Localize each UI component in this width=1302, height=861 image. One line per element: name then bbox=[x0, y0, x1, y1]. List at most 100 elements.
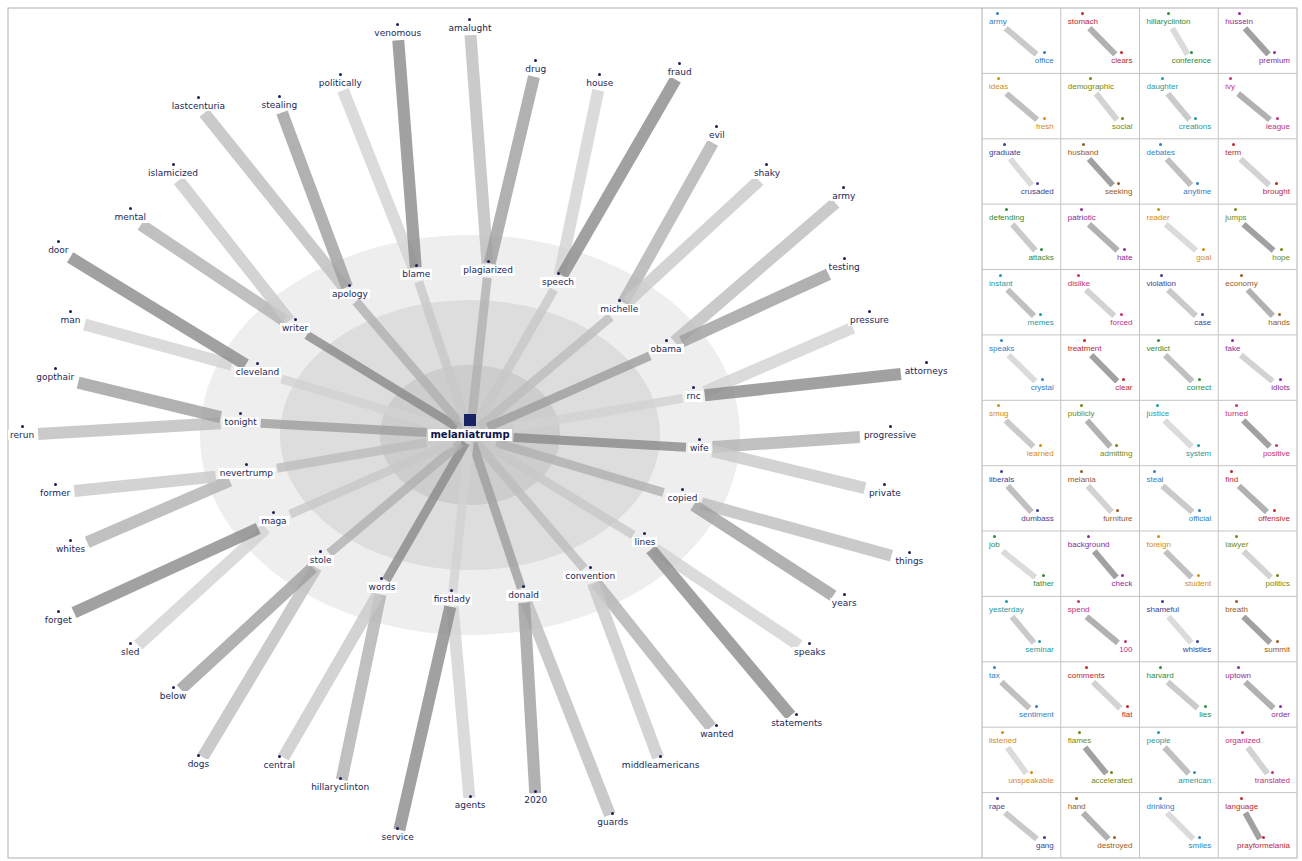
word-node: statements bbox=[769, 718, 824, 728]
word-node: smug bbox=[987, 409, 1011, 418]
word-node: turned bbox=[1223, 409, 1250, 418]
word-label: hillaryclinton bbox=[1147, 17, 1191, 26]
word-label: steal bbox=[1147, 475, 1164, 484]
word-label: case bbox=[1194, 318, 1211, 327]
word-node: people bbox=[1145, 736, 1173, 745]
connector bbox=[490, 77, 534, 264]
connector bbox=[1243, 420, 1270, 446]
word-label: destroyed bbox=[1097, 841, 1132, 850]
word-node: former bbox=[38, 488, 72, 498]
word-node: clears bbox=[1109, 56, 1134, 65]
word-node: idiots bbox=[1269, 383, 1292, 392]
word-label: brought bbox=[1263, 187, 1290, 196]
connector bbox=[283, 595, 377, 758]
word-label: attorneys bbox=[905, 366, 948, 376]
word-node: writer bbox=[280, 323, 310, 333]
word-node: whistles bbox=[1181, 645, 1213, 654]
word-label: mental bbox=[114, 212, 146, 222]
word-label: dislike bbox=[1068, 279, 1090, 288]
word-node: 100 bbox=[1117, 645, 1134, 654]
word-label: amalught bbox=[449, 23, 492, 33]
word-label: drinking bbox=[1147, 802, 1175, 811]
connector bbox=[1168, 682, 1198, 708]
word-label: clears bbox=[1111, 56, 1132, 65]
word-label: forced bbox=[1110, 318, 1132, 327]
word-label: lawyer bbox=[1225, 540, 1248, 549]
word-label: drug bbox=[525, 64, 546, 74]
word-node: uptown bbox=[1223, 671, 1253, 680]
word-label: comments bbox=[1068, 671, 1105, 680]
word-label: statements bbox=[771, 718, 822, 728]
connector bbox=[282, 112, 347, 287]
word-node: foreign bbox=[1145, 540, 1173, 549]
word-node: gang bbox=[1034, 841, 1056, 850]
word-node: attacks bbox=[1026, 253, 1055, 262]
word-node: graduate bbox=[987, 148, 1023, 157]
word-node: rape bbox=[987, 802, 1007, 811]
word-label: stomach bbox=[1068, 17, 1098, 26]
word-node: crusaded bbox=[1019, 187, 1056, 196]
connector bbox=[1168, 94, 1190, 120]
word-node: stole bbox=[308, 555, 334, 565]
connector bbox=[1087, 420, 1110, 446]
word-label: stealing bbox=[261, 100, 297, 110]
word-label: apology bbox=[332, 289, 368, 299]
word-label: find bbox=[1225, 475, 1238, 484]
word-label: foreign bbox=[1147, 540, 1171, 549]
connector bbox=[1008, 486, 1032, 512]
word-label: lies bbox=[1199, 710, 1211, 719]
word-label: politics bbox=[1266, 579, 1290, 588]
word-node: instant bbox=[987, 279, 1015, 288]
word-label: graduate bbox=[989, 148, 1021, 157]
word-node: mental bbox=[112, 212, 148, 222]
word-label: correct bbox=[1187, 383, 1211, 392]
word-label: smug bbox=[989, 409, 1009, 418]
word-node: sentiment bbox=[1017, 710, 1056, 719]
connector bbox=[1089, 159, 1113, 185]
connector bbox=[1168, 617, 1191, 643]
word-label: check bbox=[1112, 579, 1133, 588]
word-node: memes bbox=[1026, 318, 1056, 327]
word-label: army bbox=[989, 17, 1007, 26]
word-label: years bbox=[832, 598, 857, 608]
word-node: progressive bbox=[862, 430, 918, 440]
word-label: fake bbox=[1225, 344, 1240, 353]
word-label: admitting bbox=[1100, 449, 1132, 458]
word-label: listened bbox=[989, 736, 1017, 745]
word-label: verdict bbox=[1147, 344, 1171, 353]
word-label: testing bbox=[829, 262, 860, 272]
word-node: 2020 bbox=[522, 795, 549, 805]
connector bbox=[1168, 290, 1196, 316]
connector bbox=[1162, 486, 1192, 512]
word-node: creations bbox=[1177, 122, 1213, 131]
word-label: hope bbox=[1272, 253, 1290, 262]
word-label: furniture bbox=[1103, 514, 1132, 523]
connector bbox=[705, 374, 901, 395]
word-node: dumbass bbox=[1019, 514, 1055, 523]
word-node: comments bbox=[1066, 671, 1107, 680]
connector bbox=[514, 437, 686, 447]
word-label: ideas bbox=[989, 82, 1008, 91]
word-label: defending bbox=[989, 213, 1024, 222]
word-node: wife bbox=[688, 443, 711, 453]
connector bbox=[1008, 747, 1027, 773]
word-label: premium bbox=[1259, 56, 1290, 65]
word-node: daughter bbox=[1145, 82, 1181, 91]
connector bbox=[399, 607, 450, 830]
word-node: economy bbox=[1223, 279, 1259, 288]
word-label: order bbox=[1271, 710, 1290, 719]
connector bbox=[623, 143, 712, 303]
connector bbox=[1166, 224, 1196, 250]
connector bbox=[1240, 159, 1269, 185]
connector bbox=[1088, 486, 1112, 512]
word-node: stealing bbox=[259, 100, 299, 110]
word-node: summit bbox=[1262, 645, 1292, 654]
word-label: middleamericans bbox=[622, 760, 700, 770]
word-label: flat bbox=[1122, 710, 1133, 719]
word-node: obama bbox=[649, 344, 684, 354]
word-node: private bbox=[867, 488, 903, 498]
word-node: pressure bbox=[848, 315, 891, 325]
word-node: harvard bbox=[1145, 671, 1176, 680]
connector bbox=[1093, 682, 1120, 708]
word-node: brought bbox=[1261, 187, 1292, 196]
